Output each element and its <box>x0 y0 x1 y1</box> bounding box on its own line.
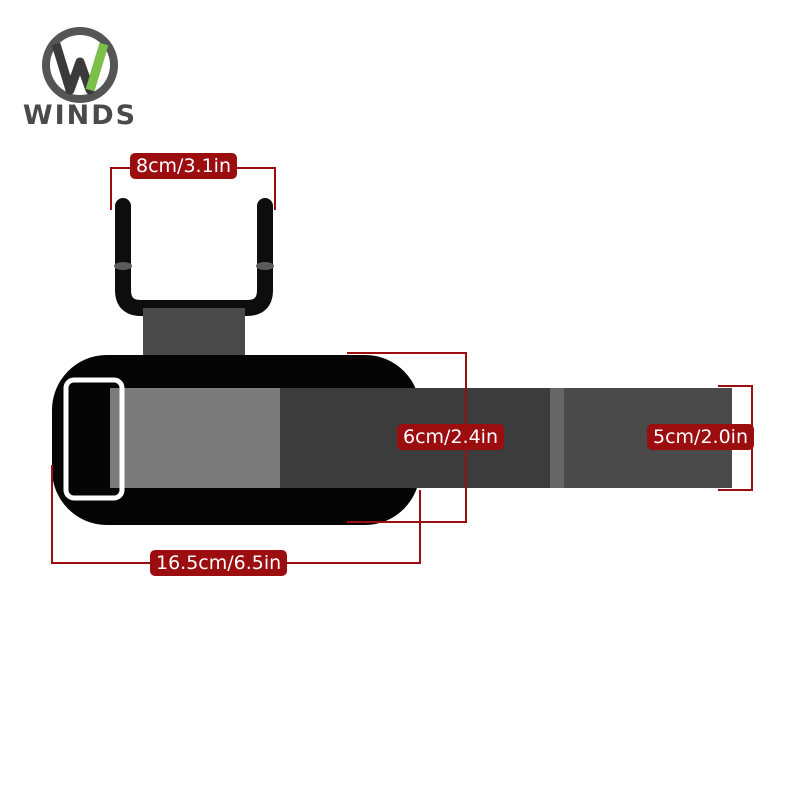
hook-right-ring <box>256 262 274 270</box>
buckle-ring <box>63 377 125 501</box>
hook-width-label: 8cm/3.1in <box>130 153 237 179</box>
brand-logo <box>42 27 118 103</box>
pad-height-label: 6cm/2.4in <box>397 424 504 450</box>
logo-accent-stroke <box>85 42 109 92</box>
hook-left-ring <box>114 262 132 270</box>
pad-length-label: 16.5cm/6.5in <box>150 550 288 576</box>
strap-grey-section <box>110 388 280 488</box>
strap-height-label: 5cm/2.0in <box>647 424 754 450</box>
brand-name: WINDS <box>22 100 138 131</box>
hook-bar <box>115 198 273 316</box>
strap-seam <box>550 388 564 488</box>
